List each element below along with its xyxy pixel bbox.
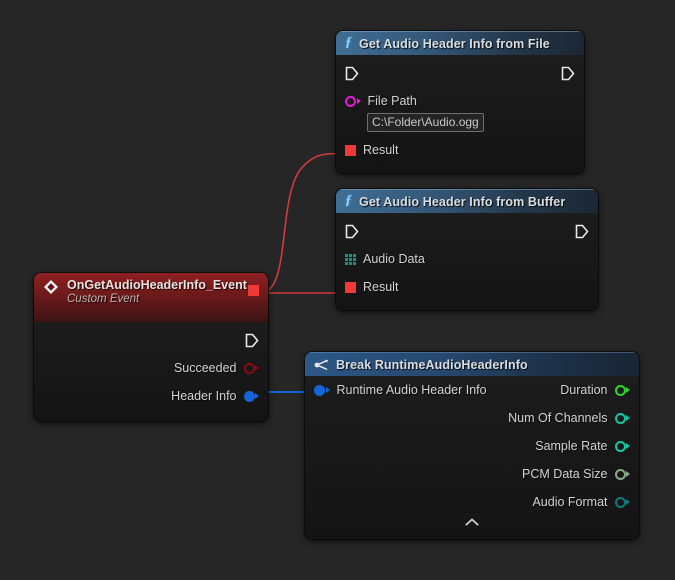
input-pin-group: Runtime Audio Header Info	[314, 383, 487, 397]
exec-in-pin[interactable]	[345, 66, 359, 81]
node-get-audio-header-info-from-file[interactable]: ƒ Get Audio Header Info from File	[336, 31, 584, 173]
file-path-input[interactable]: C:\Folder\Audio.ogg	[367, 113, 484, 132]
input-row-audio-data: Audio Data	[336, 249, 598, 269]
input-row-file-path: File Path	[336, 91, 584, 111]
exec-pin-row	[336, 63, 584, 83]
break-struct-icon	[314, 359, 329, 370]
output-row-num-of-channels: Num Of Channels	[305, 408, 639, 428]
output-label-result: Result	[363, 143, 399, 157]
node-body: File Path C:\Folder\Audio.ogg Result	[336, 55, 584, 173]
pin-dot-icon	[345, 95, 356, 107]
pin-dot-icon	[243, 362, 255, 374]
pin-arrow-icon	[626, 471, 630, 477]
pin-arrow-icon	[626, 415, 630, 421]
exec-arrow-icon	[245, 333, 259, 347]
output-label-result: Result	[363, 280, 399, 294]
node-title: Break RuntimeAudioHeaderInfo	[336, 357, 528, 372]
delegate-pin-result[interactable]	[345, 281, 356, 293]
pin-dot-icon	[614, 384, 626, 396]
node-body: Succeeded Header Info	[34, 322, 268, 421]
int-pin-num-of-channels[interactable]	[614, 412, 630, 424]
output-label-succeeded: Succeeded	[173, 361, 237, 375]
output-label-duration: Duration	[560, 383, 608, 397]
input-label-runtime-audio-header-info: Runtime Audio Header Info	[336, 383, 487, 397]
int64-pin-pcm-data-size[interactable]	[614, 468, 630, 480]
output-row-succeeded: Succeeded	[34, 358, 268, 378]
node-header[interactable]: Break RuntimeAudioHeaderInfo	[305, 352, 639, 376]
delegate-pin-result[interactable]	[345, 144, 356, 156]
pin-dot-icon	[614, 412, 626, 424]
input-label-audio-data: Audio Data	[363, 252, 425, 266]
event-diamond-icon	[44, 280, 58, 294]
output-label-header-info: Header Info	[171, 389, 237, 403]
output-label-sample-rate: Sample Rate	[535, 439, 608, 453]
output-row-audio-format: Audio Format	[305, 492, 639, 512]
pin-arrow-icon	[626, 387, 630, 393]
pin-dot-icon	[614, 468, 626, 480]
output-row-result: Result	[336, 140, 584, 160]
node-header[interactable]: ƒ Get Audio Header Info from File	[336, 31, 584, 55]
output-row-header-info: Header Info	[34, 386, 268, 406]
node-body: Audio Data Result	[336, 213, 598, 310]
pin-arrow-icon	[626, 499, 630, 505]
file-path-value-row: C:\Folder\Audio.ogg	[336, 111, 584, 132]
pin-row-input-duration: Runtime Audio Header Info Duration	[305, 380, 639, 400]
node-title: Get Audio Header Info from Buffer	[359, 194, 566, 209]
function-f-icon: ƒ	[345, 35, 352, 50]
output-row-result: Result	[336, 277, 598, 297]
pin-arrow-icon	[255, 393, 259, 399]
node-break-runtimeaudioheaderinfo[interactable]: Break RuntimeAudioHeaderInfo Runtime Aud…	[305, 352, 639, 539]
exec-out-pin[interactable]	[245, 333, 259, 348]
output-label-num-of-channels: Num Of Channels	[508, 411, 608, 425]
node-header[interactable]: ƒ Get Audio Header Info from Buffer	[336, 189, 598, 213]
exec-pin-row	[34, 330, 268, 350]
node-custom-event-ongetaudioheaderinfo[interactable]: OnGetAudioHeaderInfo_Event Custom Event …	[34, 273, 268, 421]
node-body: Runtime Audio Header Info Duration Num O…	[305, 376, 639, 539]
bool-pin-succeeded[interactable]	[243, 362, 259, 374]
output-row-pcm-data-size: PCM Data Size	[305, 464, 639, 484]
exec-out-pin[interactable]	[575, 224, 589, 239]
exec-in-pin[interactable]	[345, 224, 359, 239]
node-title: Get Audio Header Info from File	[359, 36, 550, 51]
node-title: OnGetAudioHeaderInfo_Event	[67, 278, 247, 292]
pin-dot-icon	[614, 440, 626, 452]
pin-arrow-icon	[356, 98, 361, 104]
output-pin-group: Duration	[560, 383, 630, 397]
node-get-audio-header-info-from-buffer[interactable]: ƒ Get Audio Header Info from Buffer	[336, 189, 598, 310]
pin-arrow-icon	[325, 387, 330, 393]
float-pin-duration[interactable]	[614, 384, 630, 396]
array-pin-audio-data[interactable]	[345, 253, 356, 265]
output-label-audio-format: Audio Format	[532, 495, 608, 509]
int-pin-sample-rate[interactable]	[614, 440, 630, 452]
pin-dot-icon	[614, 496, 626, 508]
exec-arrow-icon	[345, 224, 359, 238]
enum-pin-audio-format[interactable]	[614, 496, 630, 508]
pin-arrow-icon	[626, 443, 630, 449]
delegate-pin-event-output[interactable]	[248, 285, 259, 296]
node-header[interactable]: OnGetAudioHeaderInfo_Event Custom Event	[34, 273, 268, 322]
string-pin-file-path[interactable]	[345, 95, 361, 107]
pin-arrow-icon	[255, 365, 259, 371]
input-label-file-path: File Path	[367, 94, 417, 108]
struct-pin-runtime-audio-header-info[interactable]	[314, 384, 330, 396]
collapse-row[interactable]	[305, 514, 639, 530]
node-subtitle: Custom Event	[67, 293, 140, 305]
chevron-up-icon[interactable]	[465, 518, 479, 526]
pin-dot-icon	[243, 390, 255, 402]
output-label-pcm-data-size: PCM Data Size	[522, 467, 608, 481]
output-row-sample-rate: Sample Rate	[305, 436, 639, 456]
exec-out-pin[interactable]	[561, 66, 575, 81]
pin-dot-icon	[314, 384, 325, 396]
struct-pin-header-info[interactable]	[243, 390, 259, 402]
exec-arrow-icon	[345, 66, 359, 80]
function-f-icon: ƒ	[345, 193, 352, 208]
exec-arrow-icon	[561, 66, 575, 80]
exec-arrow-icon	[575, 224, 589, 238]
exec-pin-row	[336, 221, 598, 241]
